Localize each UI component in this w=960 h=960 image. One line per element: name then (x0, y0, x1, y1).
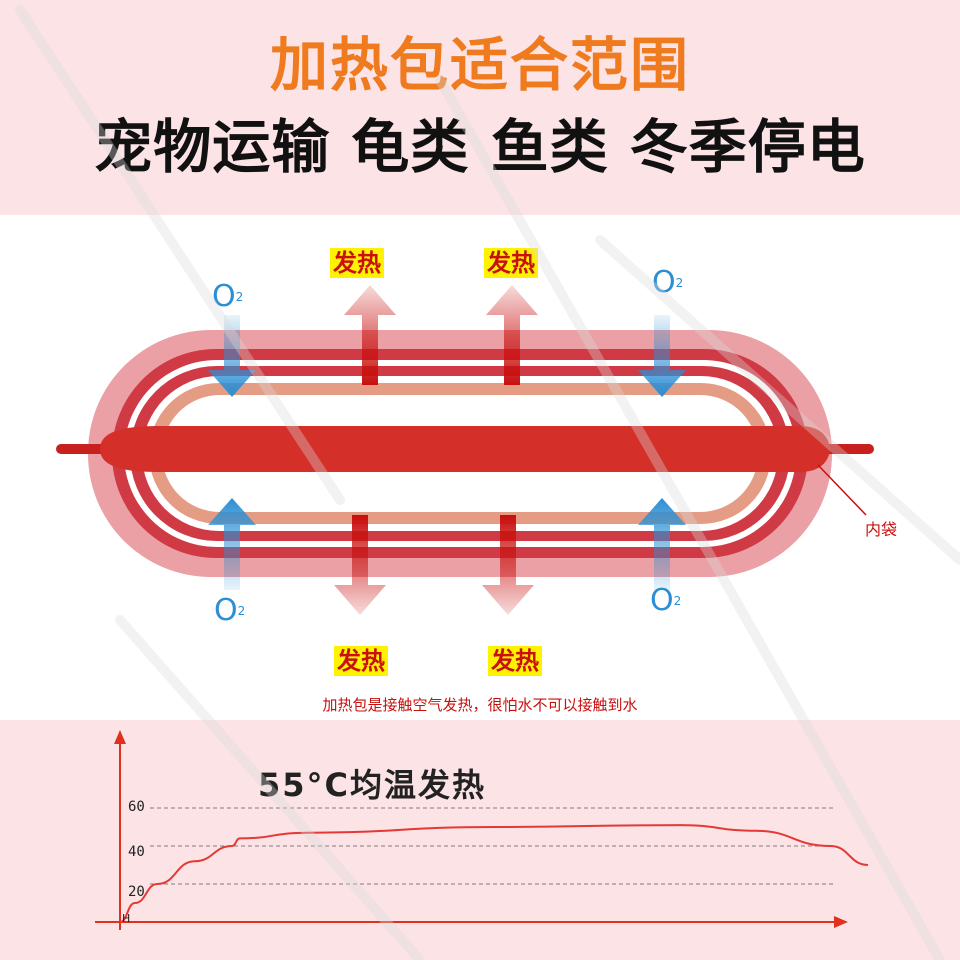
inner-bag-pointer (817, 464, 867, 516)
heat-label-top-left: 发热 (330, 248, 384, 278)
header-band (0, 0, 960, 215)
chart-grid (150, 807, 836, 885)
heat-label-bottom-right: 发热 (488, 646, 542, 676)
heat-label-top-right: 发热 (484, 248, 538, 278)
x-axis-arrow (834, 916, 848, 928)
oxygen-label-top-right: O2 (652, 265, 684, 300)
heat-arrow-up-right (486, 285, 538, 385)
temperature-curve (119, 824, 869, 923)
page-subtitle: 宠物运输 龟类 鱼类 冬季停电 (94, 113, 866, 181)
oxygen-arrow-top-right (638, 315, 686, 397)
oxygen-label-bottom-right: O2 (650, 583, 682, 618)
y-axis-arrow (114, 730, 126, 744)
oxygen-label-bottom-left: O2 (214, 593, 246, 628)
diagram-caption: 加热包是接触空气发热，很怕水不可以接触到水 (322, 696, 638, 714)
heat-label-bottom-left: 发热 (334, 646, 388, 676)
y-tick-20: 20 (128, 884, 145, 900)
heat-arrow-down-left (334, 515, 386, 615)
temperature-chart (95, 730, 869, 930)
chart-title: 55°C均温发热 (258, 766, 487, 804)
inner-bag-label: 内袋 (865, 520, 898, 539)
inner-bag (100, 426, 830, 472)
origin-mark: H (122, 912, 131, 925)
oxygen-label-top-left: O2 (212, 279, 244, 314)
oxygen-arrow-top-left (208, 315, 256, 397)
oxygen-arrow-bottom-left (208, 498, 256, 590)
y-tick-40: 40 (128, 844, 145, 860)
heat-arrow-up-left (344, 285, 396, 385)
heat-pack-diagram (56, 285, 874, 615)
heat-arrow-down-right (482, 515, 534, 615)
oxygen-arrow-bottom-right (638, 498, 686, 590)
page-title: 加热包适合范围 (269, 31, 690, 99)
y-tick-60: 60 (128, 799, 145, 815)
